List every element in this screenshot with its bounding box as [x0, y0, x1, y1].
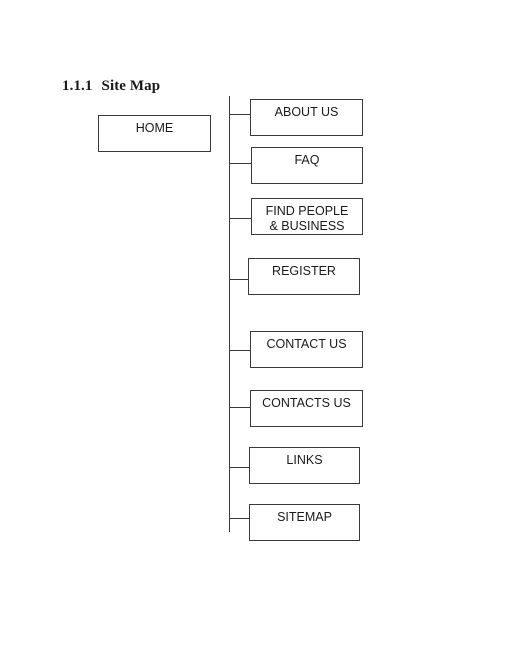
page-node-links: LINKS: [249, 447, 360, 484]
page-node-about-us: ABOUT US: [250, 99, 363, 136]
branch-connector-contact-us: [229, 350, 250, 351]
page-node-label: FAQ: [294, 153, 320, 167]
branch-connector-about-us: [229, 114, 250, 115]
page-node-find-people-business: FIND PEOPLE & BUSINESS: [251, 198, 363, 235]
branch-connector-sitemap: [229, 518, 249, 519]
section-number: 1.1.1: [62, 78, 93, 94]
branch-connector-find-people: [229, 218, 251, 219]
section-title: Site Map: [101, 78, 161, 94]
page-node-faq: FAQ: [251, 147, 363, 184]
home-node-label: HOME: [135, 121, 174, 135]
page-node-register: REGISTER: [248, 258, 360, 295]
site-map-trunk-line: [229, 96, 230, 532]
branch-connector-register: [229, 279, 248, 280]
page-node-contact-us: CONTACT US: [250, 331, 363, 368]
page-node-sitemap: SITEMAP: [249, 504, 360, 541]
branch-connector-faq: [229, 163, 251, 164]
branch-connector-contacts-us: [229, 407, 250, 408]
page-node-label: LINKS: [286, 453, 323, 467]
branch-connector-links: [229, 467, 249, 468]
page-node-label: REGISTER: [272, 264, 336, 278]
page-node-label: ABOUT US: [274, 105, 339, 119]
home-node: HOME: [98, 115, 211, 152]
page-node-label: CONTACTS US: [262, 396, 351, 410]
page-node-label: CONTACT US: [266, 337, 347, 351]
section-heading: 1.1.1 Site Map: [62, 78, 160, 95]
page-node-contacts-us: CONTACTS US: [250, 390, 363, 427]
page-node-label: SITEMAP: [277, 510, 332, 524]
page-node-label: FIND PEOPLE & BUSINESS: [265, 204, 349, 233]
